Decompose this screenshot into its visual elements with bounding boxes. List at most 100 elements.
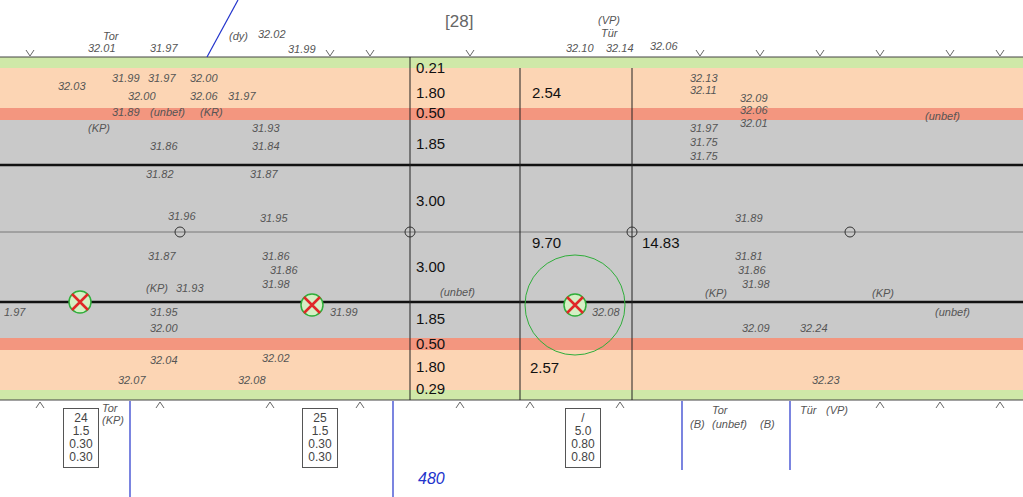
survey-point xyxy=(627,227,637,237)
elevation-label: 32.06 xyxy=(190,90,218,103)
green-strip xyxy=(0,390,1023,400)
parcel-value: 0.80 xyxy=(571,451,594,464)
survey-point xyxy=(845,227,855,237)
dimension-label: 3.00 xyxy=(416,192,445,209)
elevation-label: 32.02 xyxy=(262,352,290,365)
lane-edge xyxy=(0,301,1023,304)
survey-note: (KP) xyxy=(146,282,168,295)
elevation-label: 32.06 xyxy=(740,104,768,117)
parcel-boundary xyxy=(681,401,682,470)
dimension-label: 0.29 xyxy=(416,380,445,397)
dimension-line xyxy=(410,57,411,400)
parcel-value: 25 xyxy=(313,412,326,425)
dimension-label: 1.80 xyxy=(416,84,445,101)
survey-note: (unbef) xyxy=(712,418,747,431)
parcel-value: 5.0 xyxy=(575,425,592,438)
parcel-value: 0.30 xyxy=(308,451,331,464)
elevation-label: 32.08 xyxy=(592,306,620,319)
edge-line xyxy=(0,400,1023,401)
parcel-boundary xyxy=(207,0,238,57)
elevation-label: 31.96 xyxy=(168,210,196,223)
elevation-label: 32.09 xyxy=(742,322,770,335)
elevation-label: 32.00 xyxy=(190,72,218,85)
sidewalk-band xyxy=(0,350,1023,390)
parcel-number: 480 xyxy=(418,470,445,488)
elevation-label: 31.84 xyxy=(252,140,280,153)
parcel-boundary xyxy=(392,401,393,497)
elevation-label: 31.75 xyxy=(690,150,718,163)
elevation-label: 1.97 xyxy=(4,306,25,319)
tree-removal-mark xyxy=(72,294,583,313)
survey-note: (KR) xyxy=(200,106,223,119)
parcel-box: 251.50.300.30 xyxy=(302,408,338,468)
survey-note: Tor xyxy=(712,404,728,417)
survey-note: (B) xyxy=(760,418,775,431)
elevation-label: 31.75 xyxy=(690,136,718,149)
parcel-value: 1.5 xyxy=(312,425,329,438)
parcel-value: 0.30 xyxy=(69,451,92,464)
green-strip xyxy=(0,57,1023,68)
parcel-boundary xyxy=(789,401,790,470)
survey-note: (VP) xyxy=(826,404,848,417)
dimension-label: 14.83 xyxy=(642,234,680,251)
survey-note: (dy) xyxy=(229,30,248,43)
dimension-label: 1.80 xyxy=(416,358,445,375)
survey-note: (B) xyxy=(690,418,705,431)
curb-band xyxy=(0,338,1023,350)
dimension-label: 0.50 xyxy=(416,104,445,121)
elevation-label: 32.24 xyxy=(800,322,828,335)
elevation-label: 32.04 xyxy=(150,354,178,367)
survey-note: Tor xyxy=(102,402,118,415)
parcel-value: 0.30 xyxy=(69,438,92,451)
survey-note: (KP) xyxy=(872,287,894,300)
parcel-box: 241.50.300.30 xyxy=(63,408,99,468)
parcel-box: /5.00.800.80 xyxy=(565,408,601,468)
elevation-label: 32.13 xyxy=(690,72,718,85)
elevation-label: 32.14 xyxy=(606,42,634,55)
survey-note: (VP) xyxy=(598,14,620,27)
survey-note: (KP) xyxy=(102,414,124,427)
dimension-label: 0.50 xyxy=(416,335,445,352)
roadway xyxy=(0,120,1023,338)
survey-note: (unbef) xyxy=(935,306,970,319)
elevation-label: 32.02 xyxy=(258,28,286,41)
elevation-label: 31.87 xyxy=(148,250,176,263)
elevation-label: 31.93 xyxy=(176,282,204,295)
dimension-label: 0.21 xyxy=(416,59,445,76)
elevation-label: 31.98 xyxy=(742,278,770,291)
elevation-label: 32.00 xyxy=(128,90,156,103)
survey-note: (unbef) xyxy=(150,106,185,119)
parcel-value: 0.80 xyxy=(571,438,594,451)
elevation-label: 31.99 xyxy=(288,43,316,56)
dimension-line xyxy=(632,68,633,400)
dimension-line xyxy=(520,68,521,400)
survey-note: Tor xyxy=(103,30,119,43)
elevation-label: 31.98 xyxy=(262,278,290,291)
dimension-label: 1.85 xyxy=(416,310,445,327)
elevation-label: 31.86 xyxy=(262,250,290,263)
elevation-label: 31.89 xyxy=(735,212,763,225)
survey-point xyxy=(405,227,415,237)
elevation-label: 31.93 xyxy=(252,122,280,135)
survey-note: (unbef) xyxy=(925,110,960,123)
elevation-label: 31.95 xyxy=(150,306,178,319)
survey-note: (unbef) xyxy=(440,286,475,299)
elevation-label: 31.86 xyxy=(738,264,766,277)
elevation-label: 32.06 xyxy=(650,40,678,53)
elevation-label: 32.00 xyxy=(150,322,178,335)
lane-edge xyxy=(0,164,1023,167)
survey-note: Tür xyxy=(800,404,817,417)
sheet-number: [28] xyxy=(445,12,473,32)
elevation-label: 31.82 xyxy=(146,168,174,181)
parcel-value: 1.5 xyxy=(73,425,90,438)
elevation-label: 31.97 xyxy=(150,42,178,55)
center-line xyxy=(0,232,1023,233)
parcel-value: 24 xyxy=(74,412,87,425)
parcel-boundary xyxy=(129,401,130,497)
elevation-label: 31.99 xyxy=(112,72,140,85)
elevation-label: 31.86 xyxy=(270,264,298,277)
elevation-label: 32.03 xyxy=(58,80,86,93)
survey-point xyxy=(175,227,185,237)
elevation-label: 31.87 xyxy=(250,168,278,181)
elevation-label: 31.97 xyxy=(148,72,176,85)
